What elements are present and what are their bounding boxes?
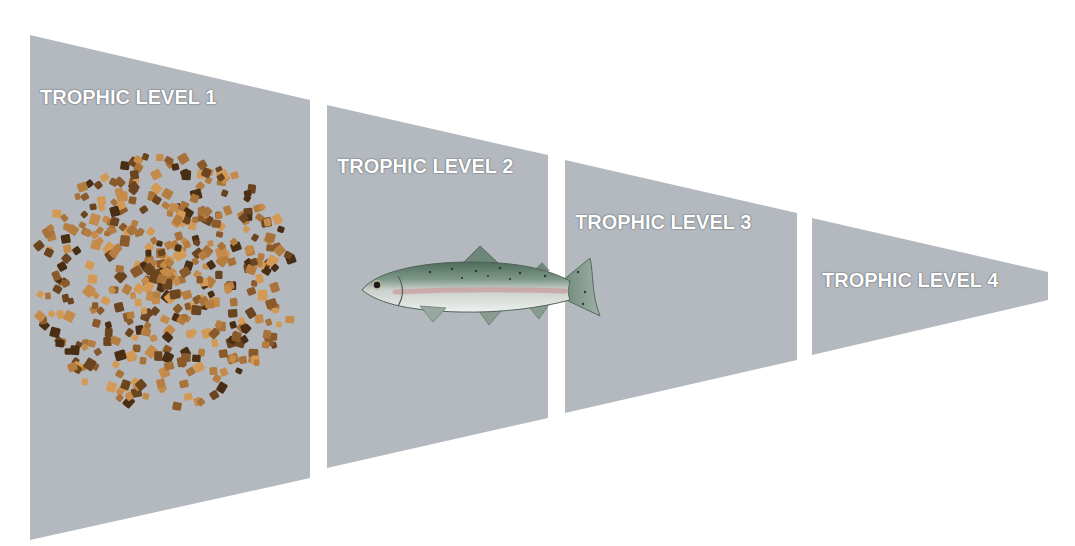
- feed-pellet: [117, 191, 128, 201]
- feed-pellet: [63, 244, 73, 254]
- feed-pellet: [228, 309, 238, 318]
- feed-pellet: [115, 265, 124, 273]
- feed-pellet: [169, 289, 181, 300]
- feed-pellet: [81, 378, 87, 385]
- feed-pellet: [89, 203, 97, 210]
- feed-pellet: [246, 245, 254, 254]
- feed-pellet: [169, 203, 179, 213]
- feed-pellet: [172, 401, 182, 411]
- feed-pellet: [92, 302, 99, 309]
- feed-pellet: [216, 173, 225, 182]
- feed-pellet: [216, 213, 223, 220]
- feed-pellet: [119, 235, 130, 247]
- panel-fill: [565, 160, 797, 413]
- feed-pellet: [196, 276, 203, 284]
- panel-fill: [30, 35, 310, 540]
- feed-pellet: [156, 154, 164, 161]
- feed-pellet: [239, 356, 248, 365]
- feed-pellet: [230, 298, 238, 307]
- feed-pellet: [52, 209, 62, 218]
- feed-pellet: [156, 248, 165, 258]
- feed-pellet: [265, 235, 274, 244]
- feed-pellet: [205, 300, 215, 309]
- panel-fill: [327, 105, 548, 468]
- level-label: TROPHIC LEVEL 3: [575, 210, 751, 234]
- feed-pellet: [272, 308, 279, 313]
- feed-pellet: [209, 367, 217, 375]
- feed-pellet: [211, 339, 219, 348]
- feed-pellet: [182, 314, 188, 321]
- feed-pellet: [258, 290, 268, 301]
- feed-pellet: [70, 345, 80, 355]
- panel-shape: [30, 35, 310, 540]
- feed-pellet: [157, 249, 166, 257]
- feed-pellet: [198, 207, 205, 215]
- feed-pellet: [154, 351, 162, 361]
- feed-pellet: [191, 305, 202, 315]
- feed-pellet: [240, 323, 250, 333]
- feed-pellet: [192, 354, 201, 362]
- feed-pellet: [215, 271, 222, 279]
- feed-pellet: [135, 299, 142, 307]
- trophic-level-panel: TROPHIC LEVEL 1: [30, 35, 310, 540]
- feed-pellet: [145, 250, 151, 257]
- feed-pellet: [218, 349, 228, 358]
- feed-pellet: [231, 331, 242, 342]
- feed-pellet: [126, 311, 134, 319]
- feed-pellet: [128, 196, 137, 205]
- feed-pellet: [192, 216, 199, 223]
- feed-pellet: [156, 273, 168, 284]
- feed-pellet: [263, 218, 272, 227]
- panel-fill: [812, 218, 1048, 355]
- feed-pellet: [207, 240, 214, 247]
- trophic-level-panel: TROPHIC LEVEL 3: [565, 160, 797, 413]
- feed-pellet: [285, 316, 294, 324]
- level-label: TROPHIC LEVEL 4: [822, 268, 998, 292]
- level-label: TROPHIC LEVEL 1: [40, 85, 216, 109]
- feed-pellet: [211, 219, 221, 228]
- feed-pellet: [139, 357, 146, 365]
- feed-pellet: [263, 330, 272, 340]
- feed-pellet: [103, 337, 111, 346]
- level-label: TROPHIC LEVEL 2: [337, 154, 513, 178]
- feed-pellet: [105, 328, 113, 337]
- feed-pellet: [87, 274, 98, 284]
- feed-pellet: [55, 339, 65, 347]
- feed-pellet: [181, 353, 191, 362]
- feed-pellet: [244, 190, 252, 197]
- feed-pellet: [254, 360, 260, 366]
- trophic-level-panel: TROPHIC LEVEL 4: [812, 218, 1048, 355]
- feed-pellet: [130, 170, 140, 180]
- feed-pellet: [276, 321, 282, 327]
- feed-pellet: [174, 244, 182, 252]
- feed-pellet: [45, 292, 51, 299]
- feed-pellet: [60, 234, 71, 244]
- feed-pellet: [182, 170, 192, 181]
- panel-shape: [565, 160, 797, 413]
- feed-pellet: [228, 354, 237, 363]
- trophic-level-panel: TROPHIC LEVEL 2: [327, 105, 548, 468]
- feed-pellet: [262, 341, 270, 349]
